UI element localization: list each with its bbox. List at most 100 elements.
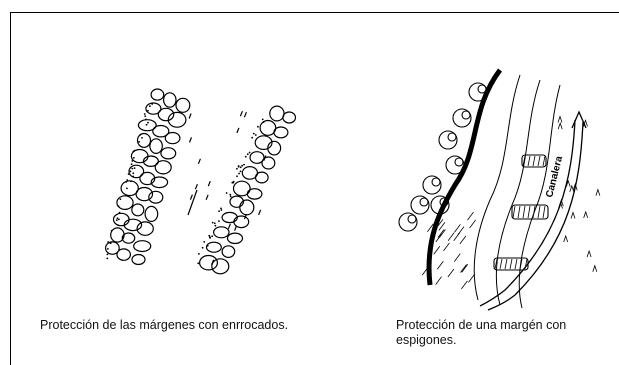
riprap-stipple <box>231 181 234 184</box>
groyne-hatch <box>494 258 498 270</box>
riprap-stipple <box>133 157 135 159</box>
riprap-hatch <box>263 155 267 161</box>
riprap-stone <box>116 248 131 261</box>
riprap-stipple <box>129 170 132 173</box>
riprap-stone <box>136 132 152 148</box>
bush <box>410 195 430 215</box>
riprap-stipple <box>151 103 154 105</box>
bank-hatch <box>447 232 455 241</box>
grass-tuft <box>572 182 578 191</box>
bank-hatch <box>461 264 469 273</box>
bush <box>452 108 472 128</box>
riprap-stone <box>120 180 139 197</box>
riprap-stipple <box>144 115 147 117</box>
riprap-stipple <box>218 220 220 223</box>
groyne-hatch <box>542 155 546 167</box>
riprap-stipple <box>119 198 122 201</box>
groyne-hatch <box>524 258 528 270</box>
riprap-stone <box>128 164 145 179</box>
riprap-stone <box>229 195 244 208</box>
riprap-hatch <box>189 194 193 200</box>
grass-tuft <box>583 210 589 219</box>
riprap-stipple <box>244 155 247 158</box>
bank-hatch <box>457 226 465 235</box>
channel-line <box>479 119 576 307</box>
riprap-stone <box>254 171 269 184</box>
riprap-stone <box>233 215 250 229</box>
riprap-stone <box>121 232 136 244</box>
riprap-stipple <box>201 246 204 249</box>
riprap-stone <box>136 221 154 236</box>
riprap-stone <box>167 111 187 128</box>
riprap-stone <box>123 218 143 232</box>
groyne-hatch <box>514 258 518 270</box>
riprap-stone <box>249 151 265 164</box>
riprap-stipple <box>126 179 129 181</box>
riprap-stone <box>213 226 230 239</box>
riprap-stipple <box>117 224 119 227</box>
riprap-stone <box>221 245 236 259</box>
riprap-stipple <box>132 172 135 175</box>
groyne-hatch <box>522 205 526 219</box>
riprap-stipple <box>241 164 244 167</box>
riprap-stipple <box>125 181 127 183</box>
riprap-stone <box>259 119 277 136</box>
riprap-hatch <box>243 213 248 220</box>
bank-hatch <box>435 276 442 285</box>
riprap-stone <box>150 88 165 101</box>
riprap-stipple <box>132 175 135 178</box>
riprap-stipple <box>109 242 112 245</box>
riprap-stone <box>221 211 238 224</box>
riprap-stipple <box>107 248 109 250</box>
riprap-stipple <box>107 241 109 243</box>
grass-tuft <box>557 121 563 130</box>
riprap-stipple <box>213 222 216 225</box>
riprap-hatch <box>205 194 209 201</box>
bank-hatch <box>436 261 444 270</box>
riprap-stone <box>232 180 251 197</box>
riprap-stipple <box>239 170 242 173</box>
bush-detail <box>407 214 417 224</box>
riprap-stipple <box>118 218 120 221</box>
groyne-hatch <box>527 205 531 219</box>
riprap-hatch <box>211 259 215 266</box>
bush-detail <box>439 197 449 207</box>
bank-hatch <box>443 242 450 252</box>
grass-tuft <box>595 188 601 196</box>
bank-hatch <box>459 235 467 245</box>
grass-tuft <box>592 264 598 272</box>
riprap-stipple <box>203 241 206 243</box>
groyne-hatch <box>522 155 526 167</box>
bush-detail <box>447 132 457 142</box>
riprap-stone <box>226 232 244 245</box>
riprap-stone <box>137 119 157 132</box>
channel-arrow <box>571 110 587 129</box>
bush-detail <box>419 197 429 207</box>
riprap-hatch <box>207 180 211 187</box>
riprap-stone <box>157 107 175 122</box>
bank-hatch <box>469 219 476 229</box>
riprap-stipple <box>248 151 251 154</box>
frame-left-border <box>10 12 11 365</box>
riprap-stipple <box>110 229 113 232</box>
riprap-hatch <box>234 225 238 231</box>
riprap-stipple <box>106 253 109 256</box>
riprap-hatch <box>188 137 193 143</box>
bank-hatch <box>433 245 441 255</box>
frame-top-border <box>10 12 619 13</box>
groyne-hatch <box>537 205 541 219</box>
bank-hatch <box>438 222 446 231</box>
groyne-hatch <box>542 205 546 219</box>
riprap-stipple <box>238 172 241 175</box>
grass-tuft <box>563 234 569 243</box>
riprap-stone <box>139 171 156 186</box>
riprap-stipple <box>141 137 143 139</box>
riprap-stipple <box>214 224 217 227</box>
riprap-stone <box>282 111 297 124</box>
groyne-hatch <box>519 258 523 270</box>
riprap-stipple <box>131 160 134 162</box>
riprap-stipple <box>118 211 121 214</box>
riprap-stone <box>133 240 152 253</box>
riprap-stipple <box>147 109 149 112</box>
